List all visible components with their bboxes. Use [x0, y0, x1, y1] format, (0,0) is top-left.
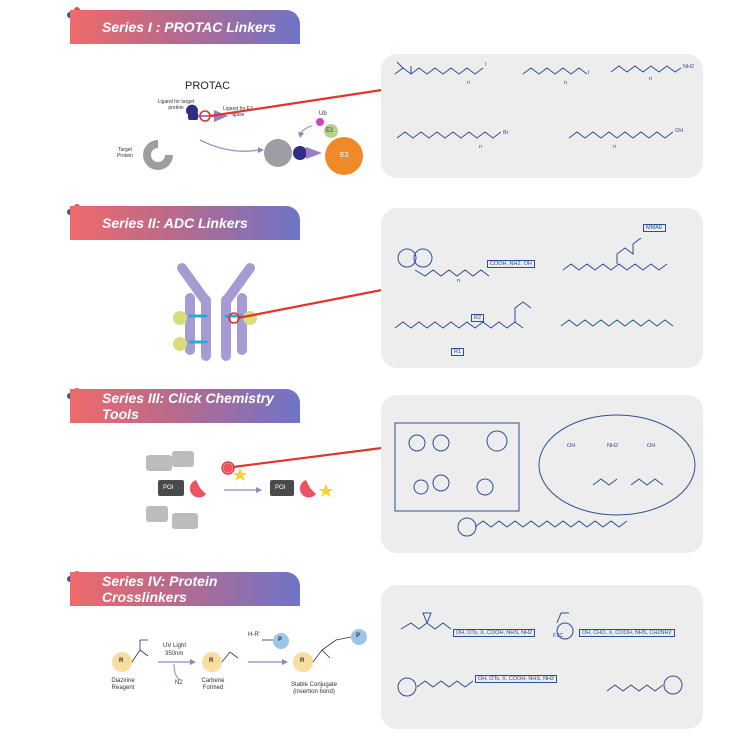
- series-3-banner: Series III: Click Chemistry Tools: [70, 389, 300, 423]
- series-2-title: Series II: ADC Linkers: [102, 215, 248, 231]
- poi-label-2: POI: [275, 485, 286, 491]
- ligand-e3-label: Ligand for E3 ligase: [223, 106, 253, 118]
- carbene-label: Carbene Formed: [201, 678, 225, 691]
- protac-linkers-panel: n I n I n NH2 n Br n OH: [381, 54, 703, 178]
- protac-iodine-1: I: [485, 62, 487, 68]
- cf3-label: F3C: [553, 633, 564, 639]
- series-4-banner: Series IV: Protein Crosslinkers: [70, 572, 300, 606]
- e3-label: E3: [340, 152, 349, 159]
- r-label-2: R: [209, 658, 214, 664]
- series-1-banner: Series I : PROTAC Linkers: [70, 10, 300, 44]
- uv-light-label: UV Light: [163, 643, 187, 649]
- protac-n-2: n: [564, 80, 568, 86]
- crosslink-box-1: OH, OTs, X, COOH, NHS, NH2: [453, 629, 536, 637]
- protac-br: Br: [503, 130, 509, 136]
- series-3-title: Series III: Click Chemistry Tools: [102, 390, 274, 422]
- target-protein-label: Target Protein: [117, 147, 133, 159]
- protac-structures: [394, 61, 682, 139]
- nm-label: 350nm: [165, 651, 184, 657]
- hr-label: H-R': [248, 632, 260, 638]
- p-label-1: P: [278, 637, 283, 643]
- series-2-banner: Series II: ADC Linkers: [70, 206, 300, 240]
- diazirine-label: Diazirine Reagent: [111, 678, 135, 691]
- protac-n-4: n: [479, 144, 483, 150]
- adc-linkers-panel: COOH, NH2, OH n MMAE R2 R1: [381, 208, 703, 368]
- adc-r1-box: R1: [451, 348, 465, 356]
- e2-label: E2: [326, 128, 334, 134]
- ligand-target-label: Ligand for target protein: [157, 99, 195, 111]
- protac-nh2: NH2: [683, 64, 695, 70]
- p-label-2: P: [356, 633, 361, 639]
- protac-heading: PROTAC: [185, 80, 231, 92]
- protac-n-3: n: [649, 76, 653, 82]
- protac-oh: OH: [675, 128, 684, 134]
- series-4-title: Series IV: Protein Crosslinkers: [102, 573, 218, 605]
- crosslinkers-panel: OH, OTs, X, COOH, NHS, NH2 F3C OH, CHO, …: [381, 585, 703, 729]
- protac-n-1: n: [467, 80, 471, 86]
- n2-label: N2: [175, 680, 183, 686]
- click-oh-2: OH: [647, 443, 656, 449]
- click-chemistry-panel: OH NH2 OH: [381, 395, 703, 553]
- protac-iodine-2: I: [588, 70, 590, 76]
- stable-conjugate-label: Stable Conjugate (insertion bond): [290, 682, 338, 695]
- adc-groups-box: COOH, NH2, OH: [487, 260, 535, 268]
- adc-n: n: [457, 278, 461, 284]
- protac-n-5: n: [613, 144, 617, 150]
- crosslink-box-2: OH, CHO, X, COOH, NHS, CH2NH2: [579, 629, 675, 637]
- adc-r2-box: R2: [471, 314, 485, 322]
- click-oh-1: OH: [567, 443, 576, 449]
- poi-label-1: POI: [163, 485, 174, 491]
- crosslink-box-3: OH, OTs, X, COOH, NHS, NH2: [475, 675, 558, 683]
- mmae-box: MMAE: [643, 224, 666, 232]
- adc-structures: [394, 237, 674, 329]
- series-1-title: Series I : PROTAC Linkers: [102, 19, 277, 35]
- crosslink-structures: [397, 612, 683, 697]
- click-structures: [394, 414, 696, 537]
- r-label-1: R: [119, 658, 124, 664]
- click-nh2: NH2: [607, 443, 619, 449]
- r-label-3: R: [300, 658, 305, 664]
- ub-label: Ub: [319, 111, 327, 117]
